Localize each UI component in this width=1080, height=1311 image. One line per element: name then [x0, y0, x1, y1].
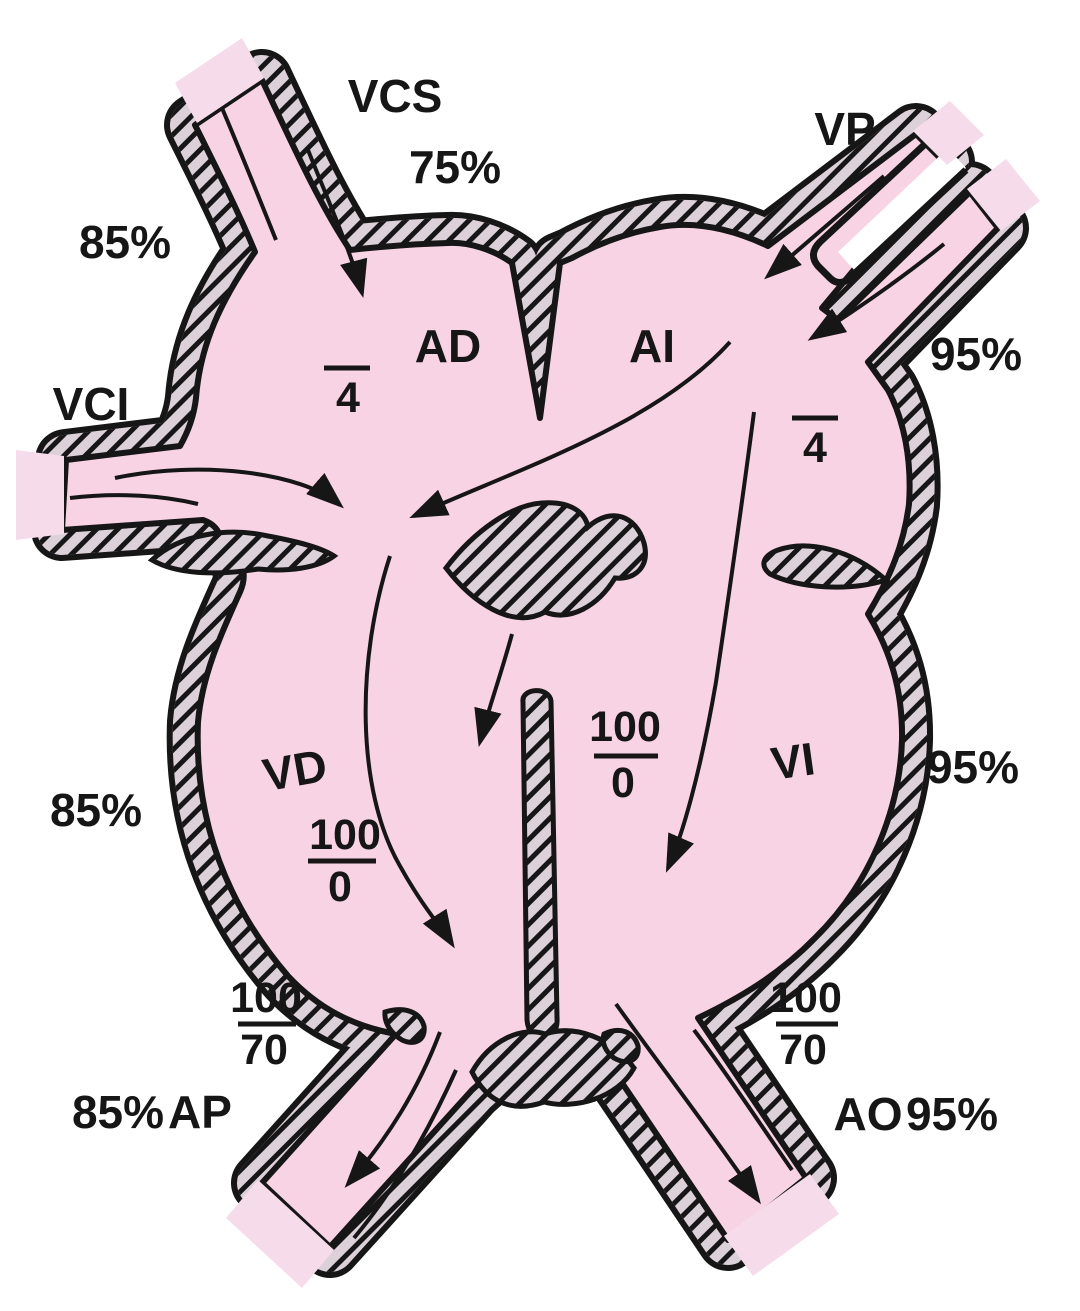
vci-inner-line — [69, 493, 199, 506]
label-vcs: VCS — [348, 70, 443, 122]
flow-arrow-ap-outflow — [344, 1031, 442, 1188]
flow-arrow-ai-to-vi — [665, 411, 756, 873]
ao-inner-line — [692, 1028, 794, 1172]
flow-arrow-into-vd — [474, 633, 514, 748]
label-ap: AP — [168, 1086, 232, 1138]
pressure-ap-systolic: 100 — [230, 974, 302, 1022]
pressure-vi-diastolic: 0 — [611, 759, 635, 807]
label-ai: AI — [629, 320, 675, 372]
ao-stub — [724, 1174, 839, 1276]
label-sat-mid-left: 85% — [50, 784, 142, 836]
pulmonary-vein-fold — [810, 129, 969, 286]
pressure-ao: 100 70 — [770, 974, 842, 1074]
pressure-ad: 4 — [324, 365, 370, 422]
ap-inner-line — [352, 1069, 458, 1240]
vp-upper-stub — [913, 101, 984, 165]
flow-arrow-vp-upper-to-ai — [764, 174, 886, 280]
flow-arrow-ai-to-valve — [409, 340, 732, 519]
vci-stub — [16, 450, 64, 540]
pressure-ap: 100 70 — [230, 974, 302, 1074]
label-vi: VI — [768, 732, 818, 790]
label-vci: VCI — [53, 378, 130, 430]
label-sat-mid-right: 95% — [927, 741, 1019, 793]
pressure-vi: 100 0 — [589, 703, 661, 807]
label-vp: VP — [814, 103, 875, 155]
pressure-ao-systolic: 100 — [770, 974, 842, 1022]
ap-stub — [226, 1180, 334, 1288]
pressure-ai-mean: 4 — [803, 424, 827, 472]
label-sat-vcs: 75% — [409, 141, 501, 193]
flow-arrow-ao-outflow — [614, 1002, 761, 1205]
vp-fold-outline — [810, 129, 969, 286]
label-vd: VD — [259, 739, 331, 801]
pressure-vd-diastolic: 0 — [328, 863, 352, 911]
label-ao: AO — [834, 1088, 903, 1140]
vessel-stubs — [16, 38, 1040, 1288]
flow-arrow-vcs-to-ad — [306, 149, 368, 299]
flow-arrow-vd-outflow — [363, 555, 455, 949]
pressure-vd-systolic: 100 — [309, 811, 381, 859]
vp-lower-stub — [967, 159, 1040, 231]
vp-fold-gap — [838, 148, 966, 272]
pressure-ao-diastolic: 70 — [779, 1026, 827, 1074]
pressure-ap-diastolic: 70 — [240, 1026, 288, 1074]
label-sat-ao: 95% — [906, 1088, 998, 1140]
flow-arrows — [114, 149, 946, 1205]
label-sat-vp-right: 95% — [930, 328, 1022, 380]
pressure-vi-systolic: 100 — [589, 703, 661, 751]
vcs-inner-line — [220, 107, 278, 241]
vcs-stub — [175, 38, 264, 123]
label-sat-upper-left: 85% — [79, 216, 171, 268]
pressure-ai: 4 — [792, 415, 838, 472]
flow-arrow-vci-to-ad — [114, 467, 344, 509]
label-ad: AD — [415, 320, 481, 372]
vessel-inner-lines — [69, 107, 794, 1240]
pressure-ad-mean: 4 — [336, 374, 360, 422]
label-sat-ap: 85% — [72, 1086, 164, 1138]
flow-arrow-vp-lower-to-ai — [807, 242, 946, 341]
labels: VCS 75% VP 85% VCI 95% AD AI 4 4 VD VI 9… — [50, 70, 1022, 1140]
pressure-vd: 100 0 — [308, 811, 381, 911]
